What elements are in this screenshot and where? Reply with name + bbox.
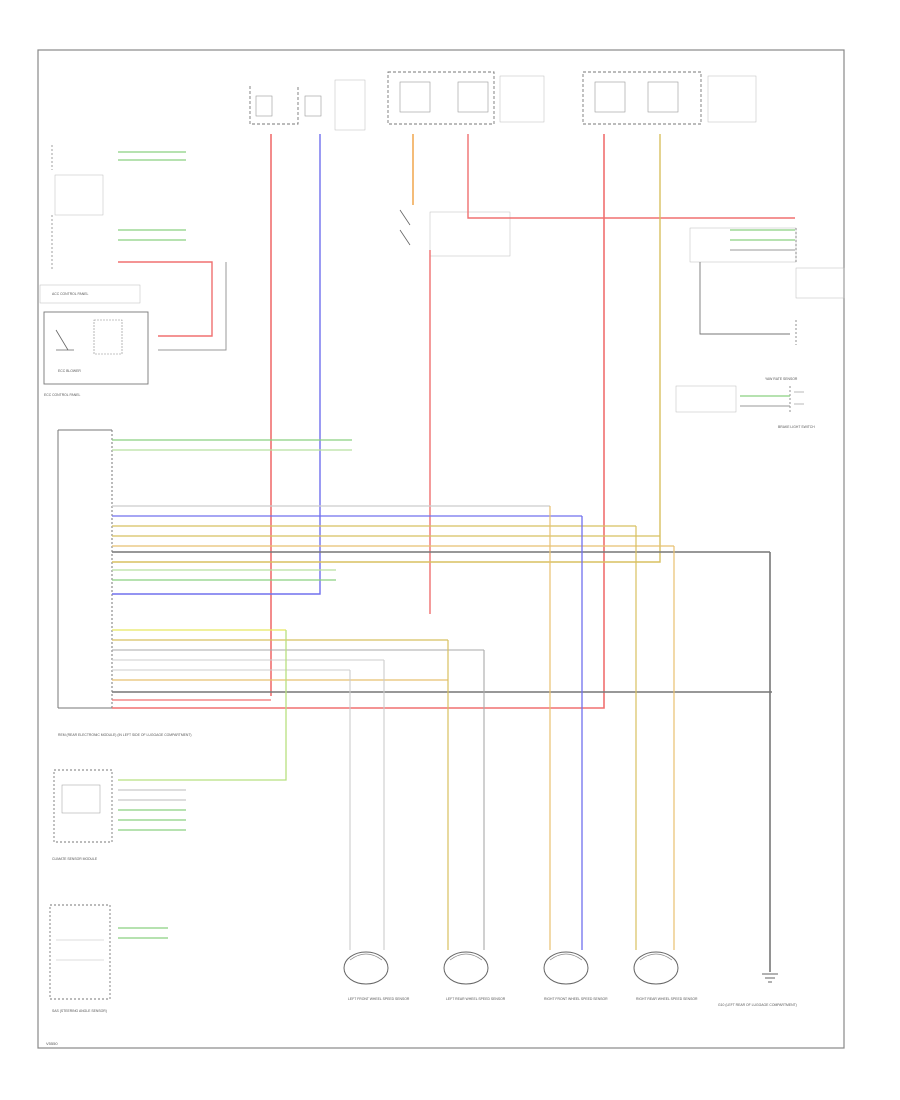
acc-control-panel-label: ACC CONTROL PANEL: [52, 292, 88, 296]
figure-id: V5550: [46, 1041, 58, 1046]
right-connector-block: YAW RATE SENSOR: [689, 227, 845, 381]
rf-sensor-label: RIGHT FRONT WHEEL SPEED SENSOR: [544, 997, 608, 1001]
wire-red-4: [118, 261, 213, 337]
steering-angle-sensor: SAS (STEERING ANGLE SENSOR): [49, 904, 111, 1013]
wire-blue-1: [112, 134, 321, 595]
top-relay-box-right: [582, 71, 757, 125]
yaw-sensor-label: YAW RATE SENSOR: [765, 377, 798, 381]
wire-red-3: [112, 134, 605, 709]
lf-sensor-label: LEFT FRONT WHEEL SPEED SENSOR: [348, 997, 410, 1001]
lr-sensor-label: LEFT REAR WHEEL SPEED SENSOR: [446, 997, 506, 1001]
diagram-frame: [37, 49, 845, 1049]
brake-light-switch: BRAKE LIGHT SWITCH: [675, 385, 815, 429]
wheel-sensor-left-front: LEFT FRONT WHEEL SPEED SENSOR: [343, 951, 410, 1001]
brake-switch-label: BRAKE LIGHT SWITCH: [778, 425, 815, 429]
climate-sensor-label: CLIMATE SENSOR MODULE: [52, 857, 98, 861]
rem-label: REM (REAR ELECTRONIC MODULE) (IN LEFT SI…: [58, 733, 192, 737]
wheel-sensor-right-front: RIGHT FRONT WHEEL SPEED SENSOR: [543, 951, 608, 1001]
ecc-control-panel: ECC BLOWER ECC CONTROL PANEL: [43, 311, 149, 397]
ecc-control-panel-label: ECC CONTROL PANEL: [44, 393, 80, 397]
wheel-sensor-wires: [349, 506, 771, 972]
sas-label: SAS (STEERING ANGLE SENSOR): [52, 1009, 107, 1013]
climate-sensor-module: CLIMATE SENSOR MODULE: [52, 769, 113, 861]
brake-pedal-switch: [399, 209, 511, 257]
ground-label: G10 (LEFT REAR OF LUGGAGE COMPARTMENT): [718, 1003, 797, 1007]
rr-sensor-label: RIGHT REAR WHEEL SPEED SENSOR: [636, 997, 698, 1001]
acc-control-panel: ACC CONTROL PANEL: [39, 284, 141, 304]
wire-gray-ecc: [158, 262, 227, 351]
ecc-blower-label: ECC BLOWER: [58, 369, 81, 373]
wheel-sensor-right-rear: RIGHT REAR WHEEL SPEED SENSOR: [633, 951, 698, 1001]
wheel-sensor-left-rear: LEFT REAR WHEEL SPEED SENSOR: [443, 951, 506, 1001]
left-top-component: [51, 145, 104, 270]
wire-climate: [118, 630, 287, 781]
sas-green-lines: [118, 927, 168, 939]
green-connectors-top: [118, 151, 795, 407]
wire-yellow-1: [112, 134, 661, 563]
wire-red-2: [467, 134, 795, 219]
top-relay-box-center: [387, 71, 545, 125]
rem-bus-lines: [112, 439, 772, 701]
climate-green-lines: [118, 789, 186, 831]
top-fuse-box-left: [249, 79, 366, 131]
rear-electronic-module: REM (REAR ELECTRONIC MODULE) (IN LEFT SI…: [57, 429, 192, 737]
ground-g10: G10 (LEFT REAR OF LUGGAGE COMPARTMENT): [718, 973, 797, 1007]
